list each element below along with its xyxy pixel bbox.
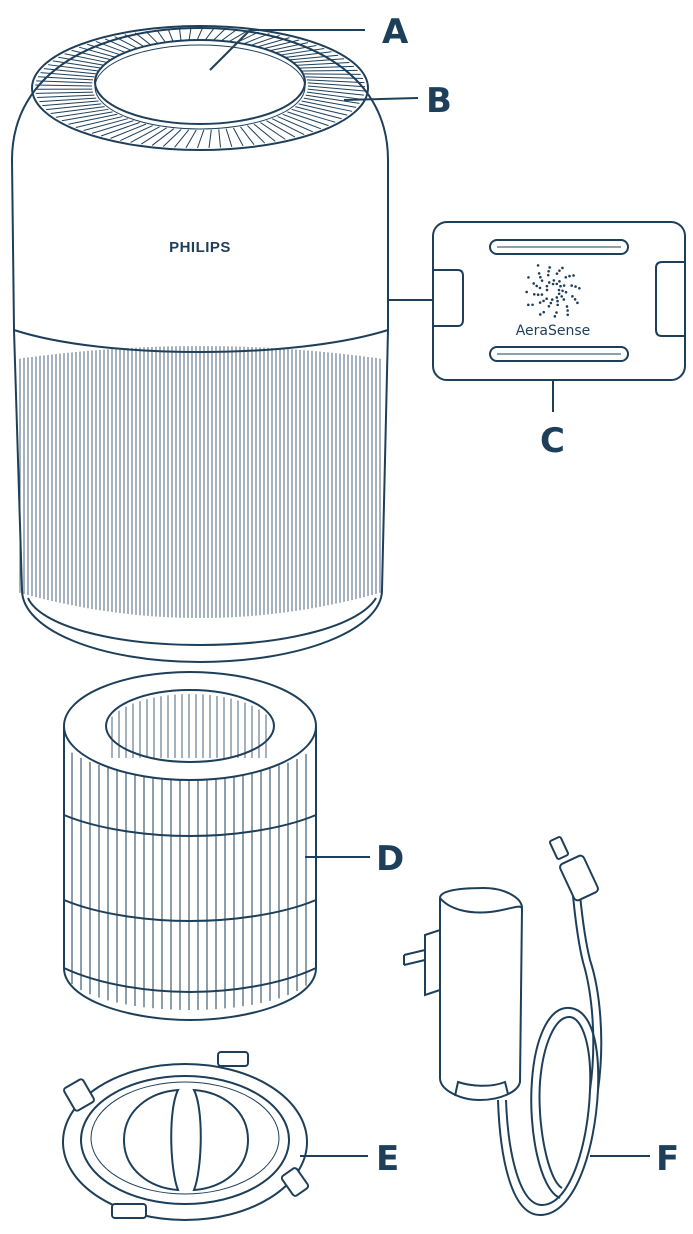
filter-inner-pleats: [111, 694, 267, 758]
callout-d: D: [376, 839, 404, 879]
purifier-body: [10, 26, 389, 664]
aerasense-logo-icon: [525, 264, 581, 318]
top-grille-outer: [31, 25, 369, 151]
top-control-disc: [94, 39, 306, 125]
power-adapter: [403, 836, 603, 1217]
top-grille-slats: [35, 27, 366, 149]
purifier-unit: PHILIPS: [10, 25, 389, 664]
aerasense-sensor: AeraSense: [432, 221, 686, 381]
sensor-brand-text: AeraSense: [516, 323, 591, 339]
callout-b: B: [426, 81, 452, 121]
callout-f: F: [656, 1139, 679, 1179]
filter-pleats: [71, 752, 307, 1010]
callout-a: A: [382, 12, 409, 52]
callout-e: E: [376, 1139, 399, 1179]
base-cover: [62, 1051, 310, 1221]
callout-c: C: [540, 421, 565, 461]
callout-leaders: [209, 29, 650, 1157]
purifier-intake-mesh: [19, 346, 381, 618]
filter-cylinder: [63, 671, 317, 1022]
brand-logo: PHILIPS: [169, 239, 231, 256]
